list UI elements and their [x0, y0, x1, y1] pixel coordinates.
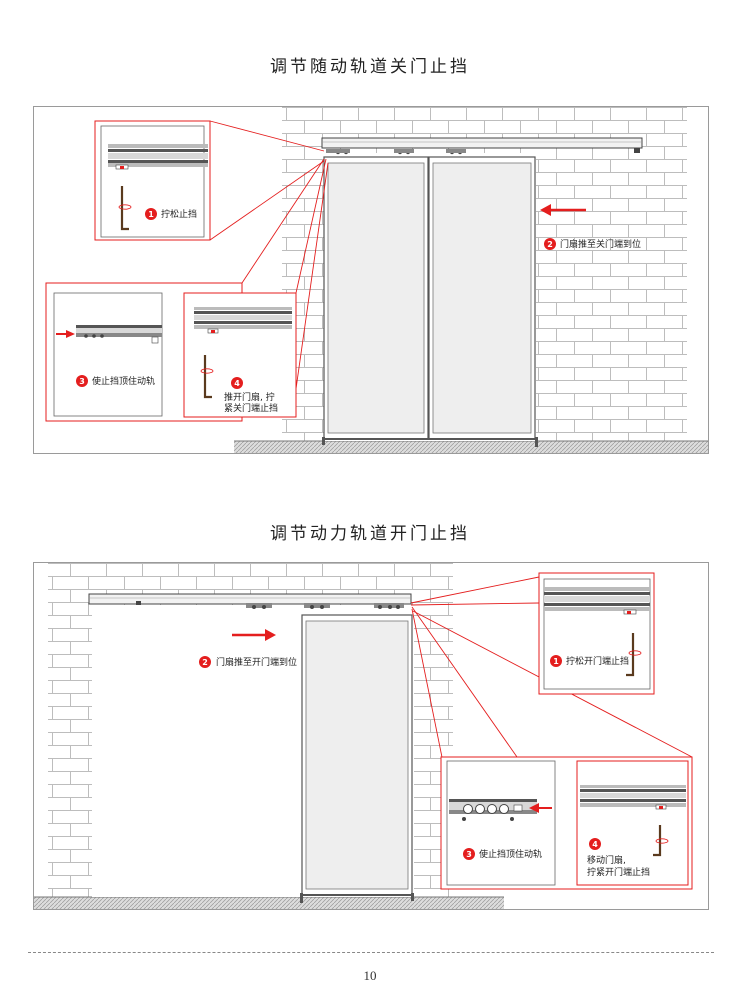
door-leaf-right: [428, 156, 536, 440]
step-number: 1: [148, 210, 154, 219]
section1-title: 调节随动轨道关门止挡: [270, 57, 470, 77]
step-number: 4: [592, 840, 598, 849]
arrow-icon: [540, 204, 586, 216]
top-track: [88, 593, 412, 609]
floor: [34, 897, 504, 909]
page-number: 10: [363, 968, 377, 983]
top-track: [321, 137, 643, 155]
floor: [234, 441, 708, 453]
step2-label: 门扇推至开门端到位: [216, 656, 297, 668]
callout-1: 1 拧松开门端止挡: [538, 572, 655, 695]
arrow-icon: [56, 330, 75, 338]
step3-label: 使止挡顶住动轨: [479, 848, 542, 860]
step1-label: 拧松开门端止挡: [566, 655, 629, 667]
page-divider: [28, 952, 714, 953]
step-number: 3: [466, 850, 472, 859]
step-number: 4: [234, 379, 240, 388]
hex-key-icon: [200, 355, 214, 399]
callout-2: 2 门扇推至开门端到位: [199, 629, 297, 668]
step3-label: 使止挡顶住动轨: [92, 375, 155, 387]
callout-4: 4 推开门扇, 拧 紧关门端止挡: [183, 292, 297, 418]
section2-title: 调节动力轨道开门止挡: [270, 524, 470, 544]
step2-label: 门扇推至关门端到位: [560, 238, 641, 250]
step4-line1: 移动门扇,: [587, 854, 626, 866]
step4-line2: 紧关门端止挡: [224, 402, 278, 414]
callout-lines: [209, 120, 329, 418]
door-leaf: [301, 614, 413, 896]
arrow-icon: [529, 803, 552, 813]
callout-2: 2 门扇推至关门端到位: [540, 204, 641, 250]
hex-key-icon: [626, 633, 642, 677]
step-number: 3: [79, 377, 85, 386]
closing-stop-diagram: 1 拧松止挡 2 门扇推至关门端到位 3 使止挡顶住动轨: [33, 106, 709, 454]
step-number: 2: [202, 658, 208, 667]
door-leaf-left: [323, 156, 429, 440]
step4-line2: 拧紧开门端止挡: [587, 866, 650, 878]
step1-label: 拧松止挡: [161, 208, 197, 220]
step4-line1: 推开门扇, 拧: [224, 391, 275, 403]
arrow-icon: [232, 629, 276, 641]
hex-key-icon: [653, 825, 669, 857]
callout-4: 4 移动门扇, 拧紧开门端止挡: [576, 760, 689, 886]
step-number: 2: [547, 240, 553, 249]
opening-stop-diagram: 2 门扇推至开门端到位 1 拧松开门端止挡: [33, 562, 709, 910]
hex-key-icon: [118, 186, 132, 231]
step-number: 1: [553, 657, 559, 666]
callout-1: 1 拧松止挡: [94, 120, 211, 241]
